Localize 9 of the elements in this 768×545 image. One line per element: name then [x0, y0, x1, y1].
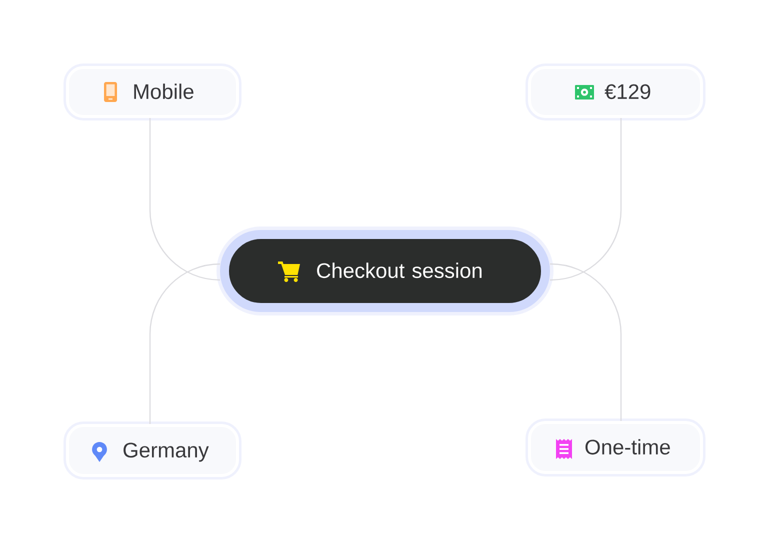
connector-line	[550, 118, 622, 281]
hub-pill: Checkout session	[216, 226, 554, 316]
connector-line	[149, 263, 220, 424]
connector-line	[550, 263, 622, 421]
label-chip: Germany	[64, 422, 242, 480]
label-chip: One-time	[526, 418, 706, 476]
connector-line	[149, 118, 220, 281]
label-chip: Mobile	[64, 64, 242, 120]
label-chip: €129	[526, 64, 706, 120]
